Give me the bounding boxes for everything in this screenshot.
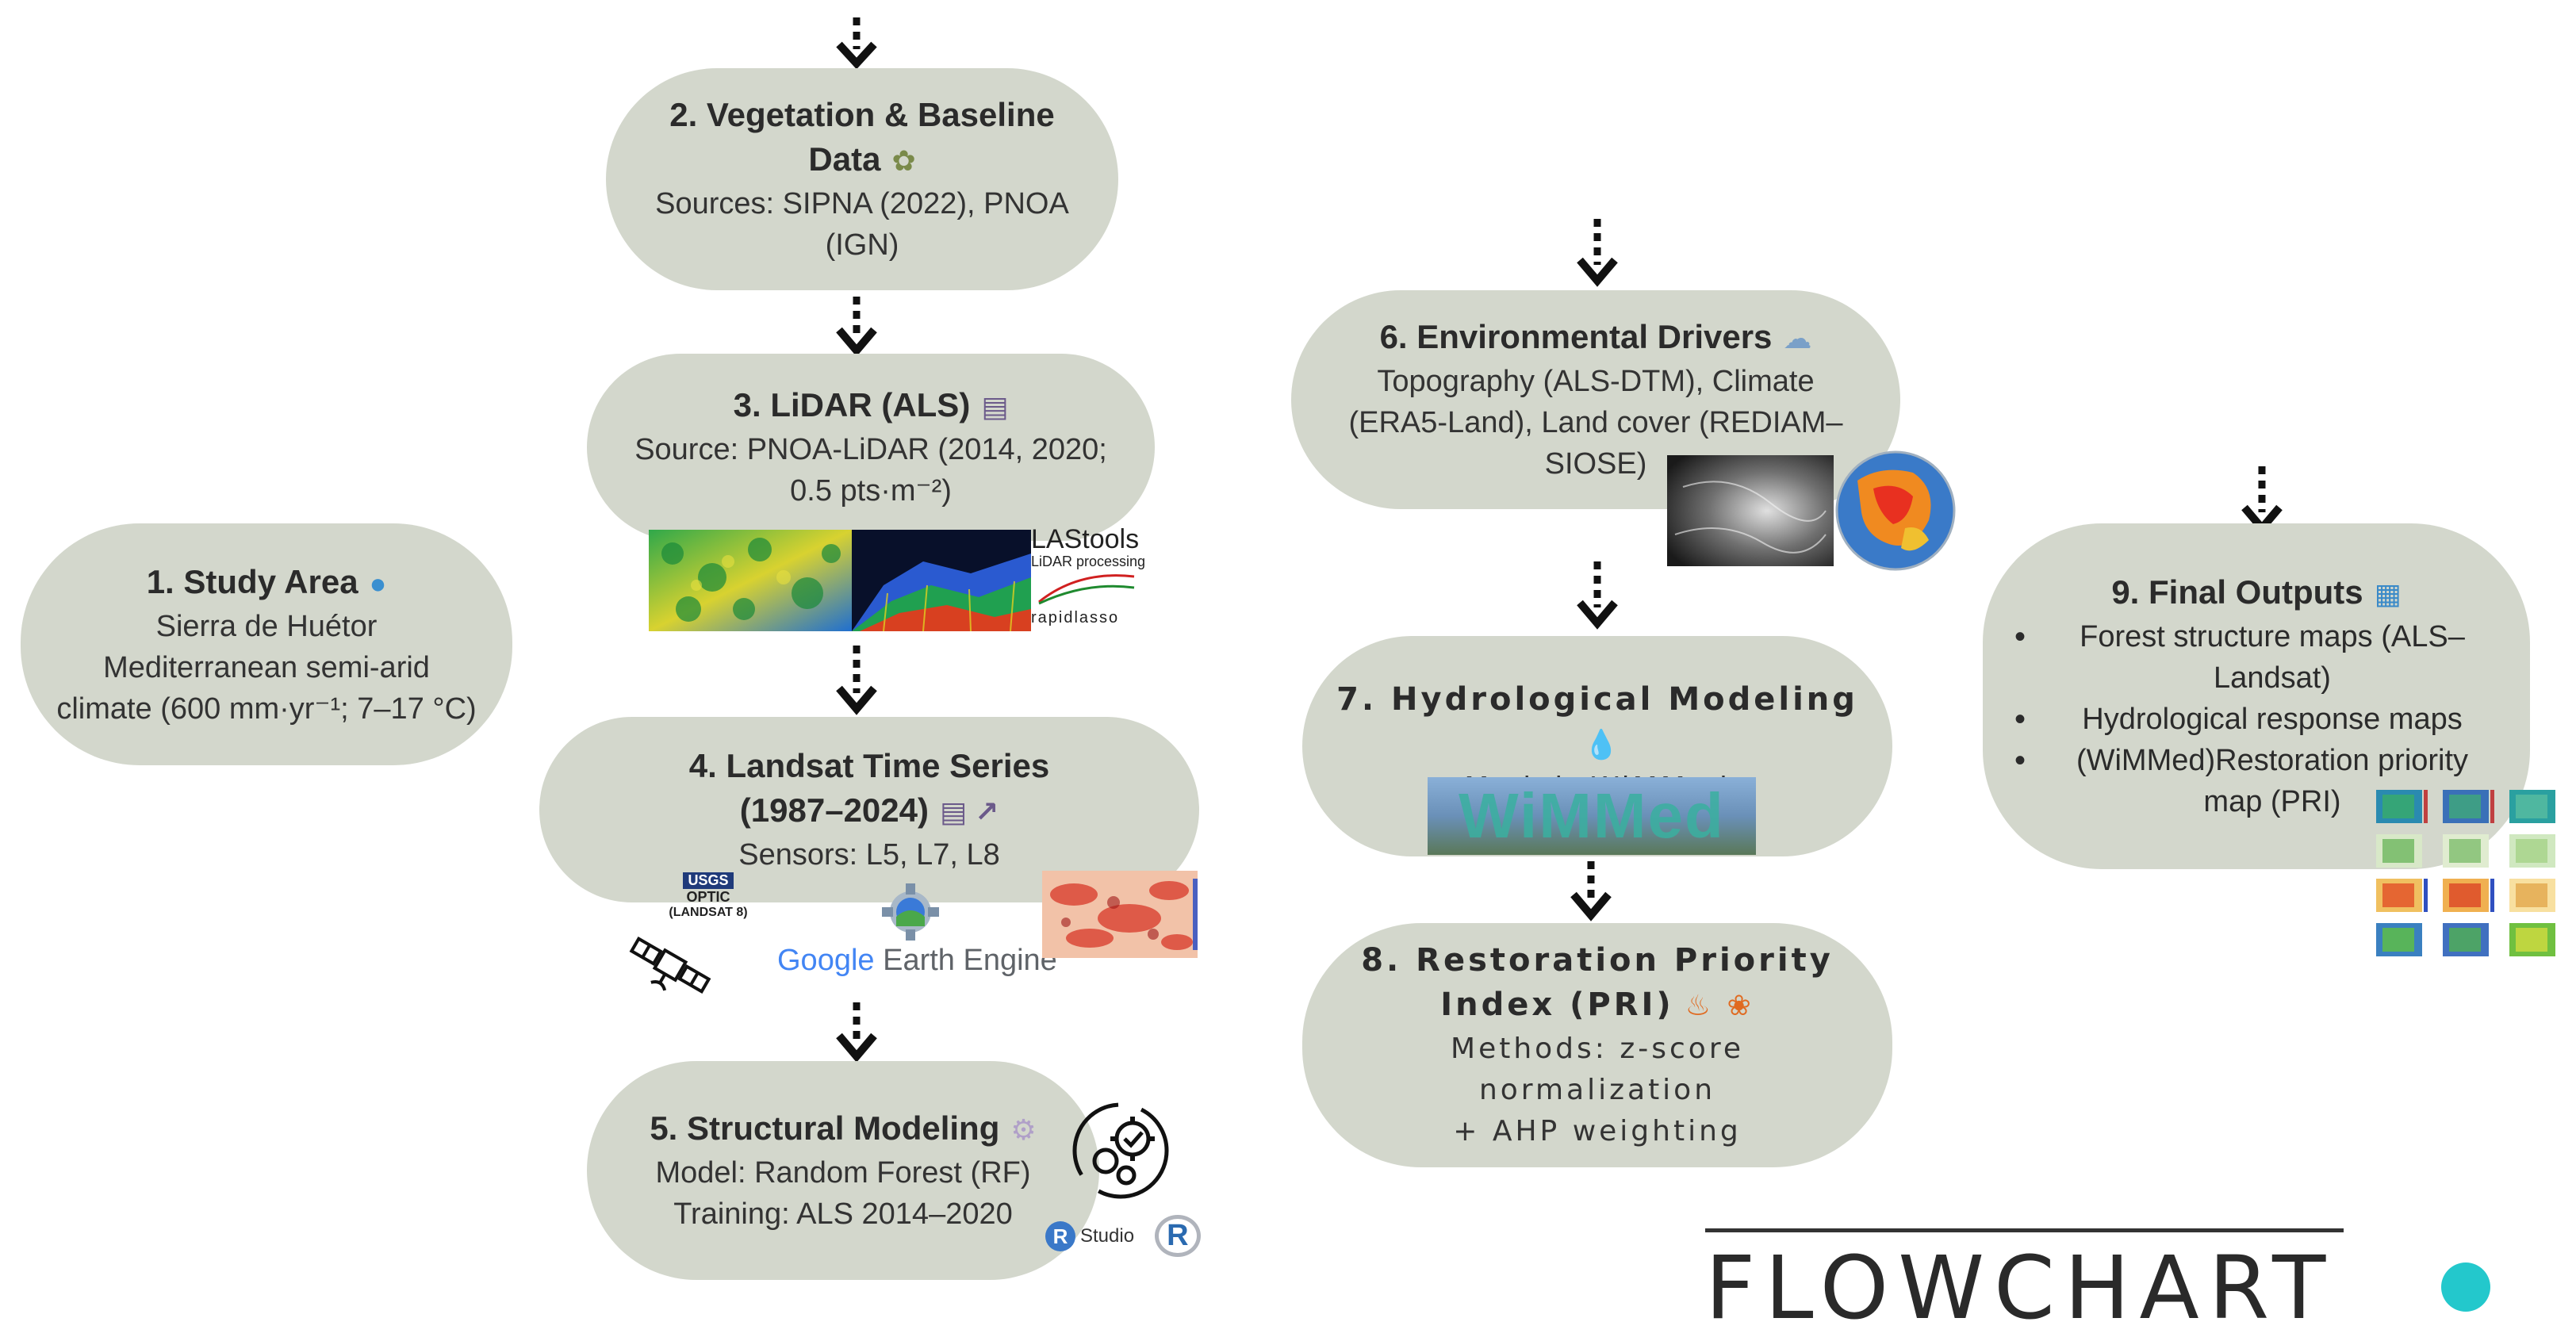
node-title-text: (1987–2024) [739,791,929,829]
flowchart-title: FLOWCHART [1705,1237,2336,1339]
node-title-text: 1. Study Area [146,562,358,600]
node-vegetation-baseline: 2. Vegetation & Baseline Data ✿ Sources: … [606,68,1118,290]
landsat8-label: (LANDSAT 8) [669,906,748,919]
arrow-environmental-to-hydrological [1577,561,1618,630]
node-line: + AHP weighting [1453,1115,1742,1148]
droplet-icon: 💧 [1583,729,1623,761]
fire-sprout-icon: ♨ ❀ [1685,990,1754,1022]
process-gears-icon [1072,1102,1169,1199]
node-title-text: Data [808,140,881,178]
node-title: 5. Structural Modeling ⚙ [650,1106,1036,1152]
node-title: 3. LiDAR (ALS) ▤ [734,383,1009,429]
wimmed-logo-text: WiMMed [1459,780,1725,851]
satellite-icon: ▤ [981,390,1009,423]
map-icon: ▦ [2374,577,2402,610]
title-rule [1705,1228,2344,1232]
node-restoration-priority: 8. Restoration Priority Index (PRI) ♨ ❀ M… [1302,923,1892,1167]
accent-dot [2441,1262,2490,1312]
node-structural-modeling: 5. Structural Modeling ⚙ Model: Random Fo… [587,1061,1099,1280]
earth-engine-gear-icon [882,883,939,941]
node-title: 6. Environmental Drivers ☁ [1380,315,1812,361]
node-lidar: 3. LiDAR (ALS) ▤ Source: PNOA-LiDAR (2014… [587,354,1155,541]
node-title-text: 3. LiDAR (ALS) [733,386,971,423]
list-item: Hydrological response maps [2014,699,2498,740]
gear-icon: ⚙ [1010,1113,1037,1146]
usgs-logo-text: USGS [683,872,734,889]
landsat-heatmap-image [1042,871,1198,958]
optic-label: OPTIC [686,889,730,905]
node-line: Sources: SIPNA (2022), PNOA [655,187,1069,220]
outputs-list: Forest structure maps (ALS–Landsat) Hydr… [2014,616,2498,822]
node-title-text: Index (PRI) [1440,987,1674,1023]
node-title-text: 6. Environmental Drivers [1379,318,1773,355]
rstudio-logo-text: Studio [1080,1224,1135,1247]
cloud-rain-icon: ☁ [1783,322,1812,354]
arrow-lidar-to-landsat [836,646,877,715]
node-line: Sensors: L5, L7, L8 [738,838,1000,872]
plant-icon: ✿ [891,144,916,177]
rstudio-logo: R Studio R [1045,1215,1201,1257]
arrow-landsat-to-structural [836,1002,877,1063]
rstudio-r-icon: R [1045,1220,1075,1251]
node-landsat: 4. Landsat Time Series (1987–2024) ▤ ↗ Se… [539,717,1199,902]
arrow-hydrological-to-restoration [1570,861,1612,921]
node-line: Mediterranean semi-arid [103,650,430,684]
usgs-optic-logo: USGS OPTIC (LANDSAT 8) [657,872,760,920]
globe-icon: ● [369,566,387,600]
node-line: Topography (ALS-DTM), Climate [1377,365,1815,398]
arrow-vegetation-to-lidar [836,297,877,357]
node-title-text: 7. Hydrological Modeling [1336,681,1858,718]
satellite-icon [629,936,711,994]
output-maps-grid-image [2376,790,2555,956]
node-title-text: 9. Final Outputs [2111,573,2363,611]
node-title: 4. Landsat Time Series [688,747,1050,784]
node-title: 9. Final Outputs ▦ [2111,570,2401,616]
dem-terrain-image [1667,455,1834,566]
list-item: Forest structure maps (ALS–Landsat) [2014,616,2498,699]
node-line: Source: PNOA-LiDAR (2014, 2020; [634,433,1107,466]
google-earth-engine-logo: Google Earth Engine [777,944,1057,978]
node-title-cont: Data ✿ [808,137,915,183]
lidar-canopy-image [649,530,852,631]
arrow-into-environmental [1577,219,1618,287]
node-title: 8. Restoration Priority [1361,942,1834,979]
globe-climate-image [1835,450,1956,571]
lidar-pointcloud-image [852,530,1031,631]
lastools-logo: LAStools LiDAR processing rapidlasso [1031,525,1158,627]
rapidlasso-swoosh-icon [1038,574,1135,605]
earth-engine-logo-text: Earth Engine [883,944,1057,977]
node-title: 2. Vegetation & Baseline [669,96,1055,133]
r-logo: R [1155,1215,1201,1257]
node-title-text: 5. Structural Modeling [650,1109,1000,1147]
node-line: (IGN) [825,228,899,262]
wimmed-logo: WiMMed [1428,777,1756,855]
google-logo-text: Google [777,944,875,977]
node-line: Methods: z-score normalization [1451,1033,1744,1106]
satellite-chart-icon: ▤ ↗ [940,795,999,828]
lastools-logo-text: LAStools [1031,524,1140,554]
node-study-area: 1. Study Area ● Sierra de Huétor Mediterr… [21,523,512,765]
node-line: 0.5 pts·m⁻²) [790,474,952,508]
node-title: 1. Study Area ● [147,560,387,606]
node-line: Model: Random Forest (RF) [655,1156,1031,1190]
list-item: (WiMMed)Restoration priority map (PRI) [2014,740,2498,822]
node-title: 7. Hydrological Modeling 💧 [1334,677,1861,768]
node-line: (ERA5-Land), Land cover (REDIAM– [1348,406,1843,439]
node-line: Sierra de Huétor [155,609,378,643]
rapidlasso-logo-text: rapidlasso [1031,609,1120,626]
node-line: climate (600 mm·yr⁻¹; 7–17 °C) [56,692,477,726]
node-line: SIOSE) [1544,447,1647,481]
lastools-logo-subtitle: LiDAR processing [1031,554,1146,569]
node-title-cont: (1987–2024) ▤ ↗ [740,788,999,834]
node-title-cont: Index (PRI) ♨ ❀ [1440,983,1754,1029]
arrow-into-vegetation [836,17,877,70]
node-line: Training: ALS 2014–2020 [673,1197,1013,1231]
node-final-outputs: 9. Final Outputs ▦ Forest structure maps … [1983,523,2530,869]
